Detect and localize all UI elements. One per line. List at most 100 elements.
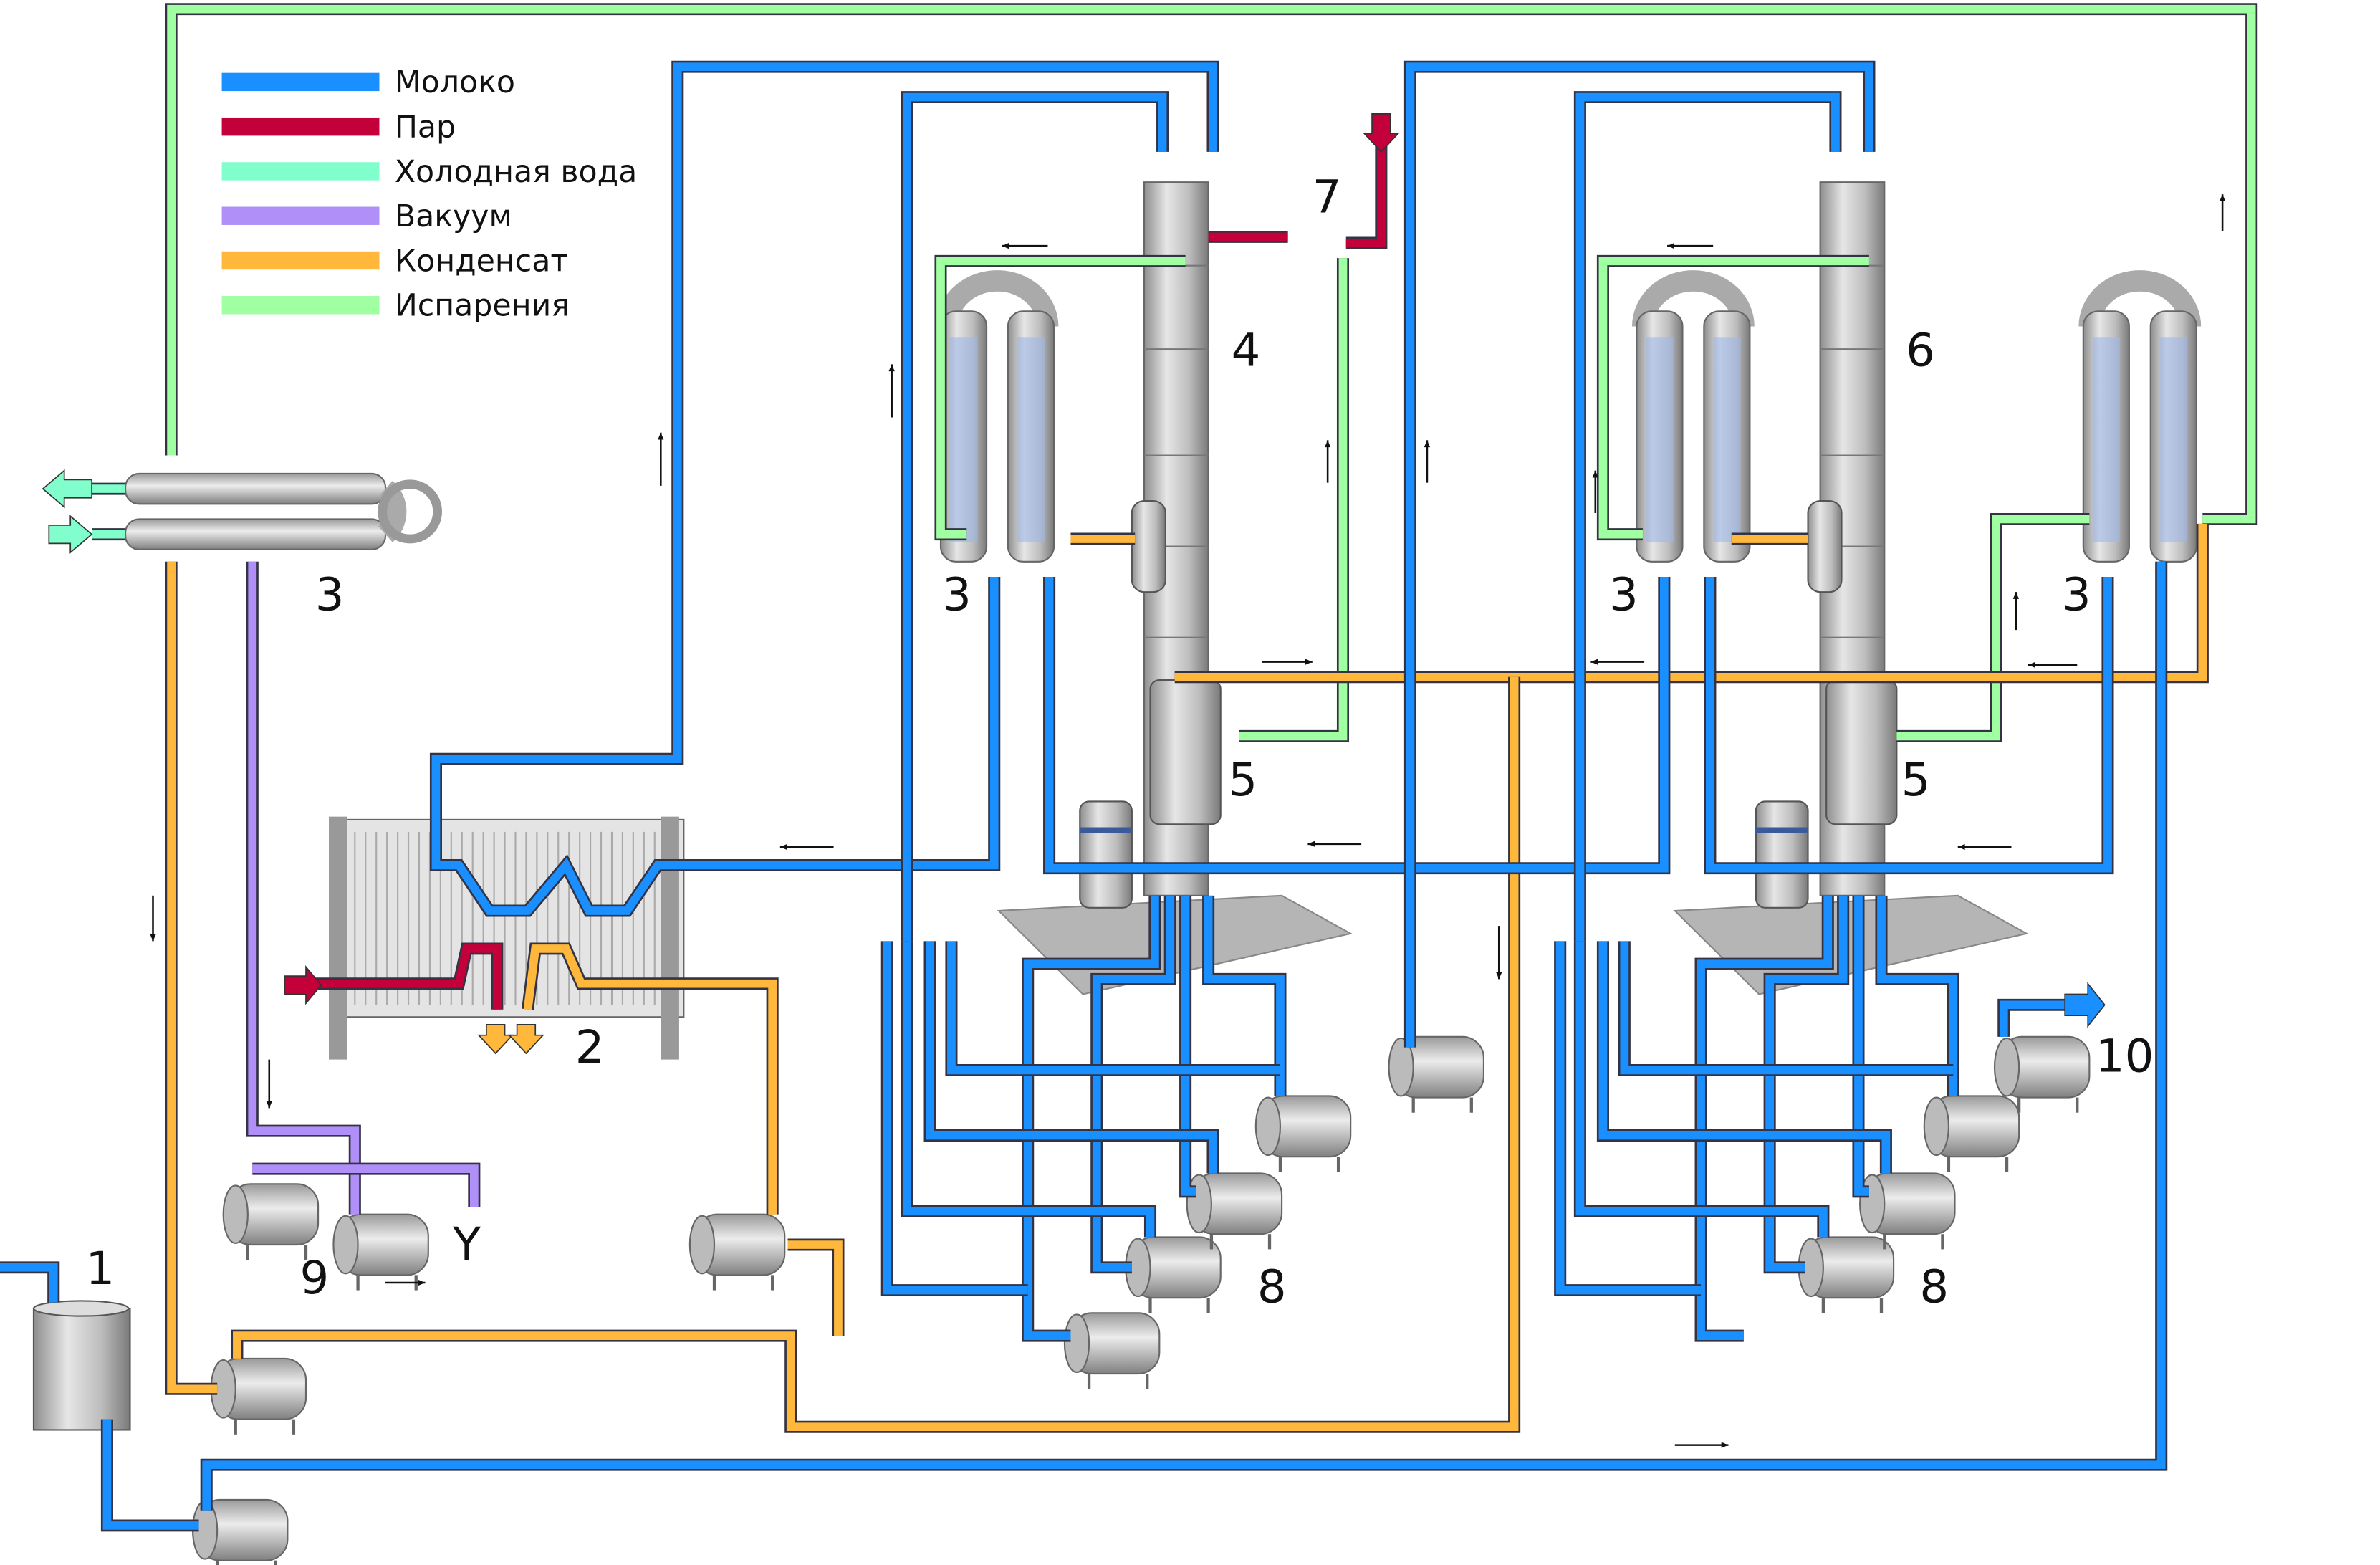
milk-pump-line-1a [1697,895,1833,1340]
milk-pump-line-1d [1877,895,1958,1096]
milk-product-outlet [1999,1000,2065,1037]
condensate-pipe-phe [523,944,777,1215]
flow-arrow-12-head [2028,661,2035,668]
condensate-out-arrow-icon [508,1024,544,1055]
pump-12 [1993,1035,2091,1113]
condensate-out-arrow-icon [477,1024,514,1055]
flow-arrow-17-head [266,1101,272,1109]
legend-swatch-condensate [221,251,380,270]
separator-body [1149,679,1222,825]
evaporator-column-1-nozzle [1131,499,1166,593]
legend-label-cold_water: Холодная вода [395,155,638,190]
pump-13 [222,1183,320,1260]
label-pumps-2: 8 [1919,1261,1949,1314]
label-condenser-left: 3 [315,569,345,622]
flow-arrow-8-head [1002,243,1009,249]
milk-inlet [0,1263,58,1303]
label-condenser-3: 3 [2062,569,2091,622]
legend-label-milk: Молоко [395,65,515,100]
pipes-layer [0,3,2258,1532]
evaporator-column-2-nozzle [1807,499,1843,593]
milk-pump-line-0h [947,941,1280,1075]
condenser-3-bend [2078,270,2202,327]
label-separator-1: 5 [1228,754,1257,807]
flow-arrow-10-head [1305,659,1313,665]
legend-label-steam: Пар [395,110,456,145]
cold-water-in-arrow-icon [48,515,93,554]
milk-product-outlet-outline [1997,998,2065,1037]
flow-arrow-6-head [2012,592,2020,599]
steam-pipe-top [1345,121,1386,247]
legend-swatch-vapor [221,296,380,315]
equipment-layer [32,181,2202,1565]
flow-arrow-1-head [658,432,664,440]
milk-pump-line-1h [1620,941,1954,1075]
legend-swatch-steam [221,117,380,136]
condenser-horizontal-shell-bottom [124,518,387,550]
label-vacuum-outlet: Y [452,1218,481,1271]
condensate-pipe-1 [167,561,218,1394]
legend-swatch-milk [221,72,380,92]
condenser-3-tubes [2159,337,2187,542]
condensate-pipe-1-outline [165,561,218,1395]
evaporator-column-2-platform [1673,894,2029,995]
flow-arrow-3-head [1324,440,1331,448]
legend-label-condensate: Конденсат [395,244,568,279]
pump-3 [688,1213,786,1291]
flow-arrow-15-head [1957,843,1965,851]
flow-arrows [42,113,2226,1448]
condensate-pipe-3-outline [231,676,1521,1433]
condenser-2 [1632,270,1755,563]
vapor-pipe-1 [936,257,1186,539]
pump-8 [1388,1035,1484,1113]
condenser-1-tubes [949,337,978,542]
legend-swatch-cold_water [221,162,380,181]
condensate-pipe-4 [787,1240,843,1336]
milk-pipe-tank-pump [102,1419,199,1530]
pump-1 [191,1498,289,1565]
condenser-3-tubes [2092,337,2121,542]
pump-4-head [1063,1313,1090,1374]
milk-pipe-2-outline [1043,576,1671,875]
milk-pump-line-0f [903,941,1155,1238]
pump-10 [1859,1172,1956,1250]
condenser-2-tubes [1646,337,1674,542]
pump-11-head [1923,1096,1950,1157]
label-condenser-1: 3 [942,569,971,622]
steam-top-arrow-icon [1363,113,1400,153]
legend-label-vapor: Испарения [395,289,570,324]
plate-heat-exchanger [329,816,685,1060]
label-separator-2: 5 [1901,754,1931,807]
milk-pipe-col2-feed [1406,62,1873,1048]
vapor-pipe-2 [1239,258,1348,741]
evaporator-column-2-tank-band [1755,827,1808,833]
pump-12-head [1993,1037,2020,1097]
milk-pump-line-1b [1765,895,1848,1272]
flow-arrow-4-head [1424,440,1431,448]
pump-14-head [332,1215,359,1275]
label-column-1: 4 [1232,325,1261,378]
milk-pump-line-0b [1092,895,1175,1272]
pump-2 [210,1357,307,1435]
milk-pump-line-0g [926,941,1217,1174]
condensate-pipe-2 [1174,523,2207,681]
steam-in-arrow-icon [284,965,322,1005]
flow-arrow-9-head [1667,243,1674,249]
flow-arrow-5-head [1592,470,1598,478]
milk-pump-line-0a [1023,895,1159,1340]
condenser-1 [936,270,1059,563]
flow-arrow-16-head [150,934,156,942]
milk-pipe-tank-pump-outline [100,1419,199,1532]
milk-pump-line-0d [1204,895,1285,1096]
milk-pump-line-0c [1181,895,1196,1196]
milk-pipe-recirc-2 [1575,92,1840,942]
milk-pump-line-0e [883,941,1028,1295]
label-pumps-1: 8 [1257,1261,1287,1314]
product-outlet-arrow-icon [2064,982,2106,1028]
milk-pump-line-1e [1555,941,1702,1295]
pump-8-head [1388,1037,1414,1097]
pump-7-head [1254,1096,1282,1157]
flow-arrow-11-head [1590,659,1598,665]
pump-7 [1254,1095,1352,1172]
